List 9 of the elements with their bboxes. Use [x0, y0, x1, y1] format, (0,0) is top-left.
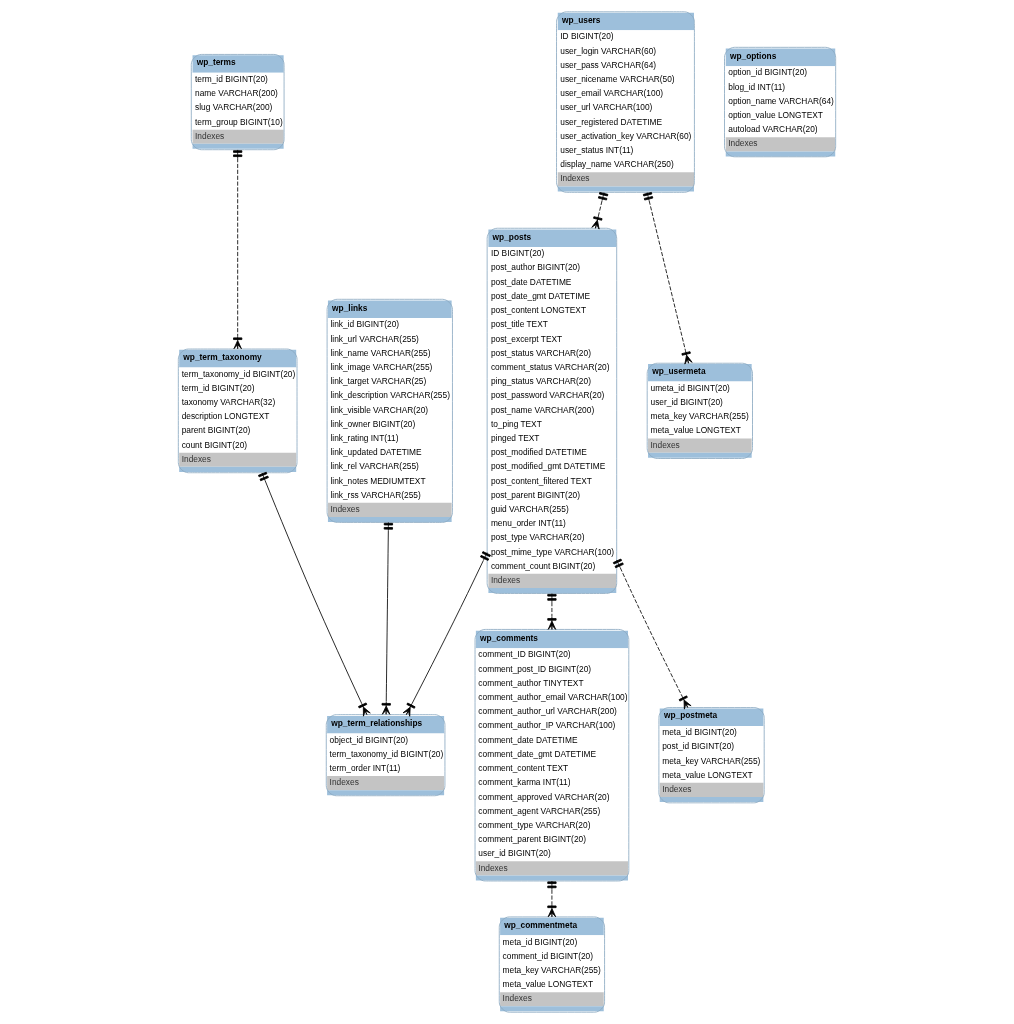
- connector: [402, 551, 491, 717]
- connector: [547, 880, 557, 918]
- connector: [233, 149, 243, 350]
- connector: [591, 192, 609, 230]
- connector: [547, 593, 557, 630]
- connector: [381, 522, 394, 715]
- connector: [258, 471, 371, 717]
- connector: [642, 191, 693, 365]
- connector: [612, 558, 692, 710]
